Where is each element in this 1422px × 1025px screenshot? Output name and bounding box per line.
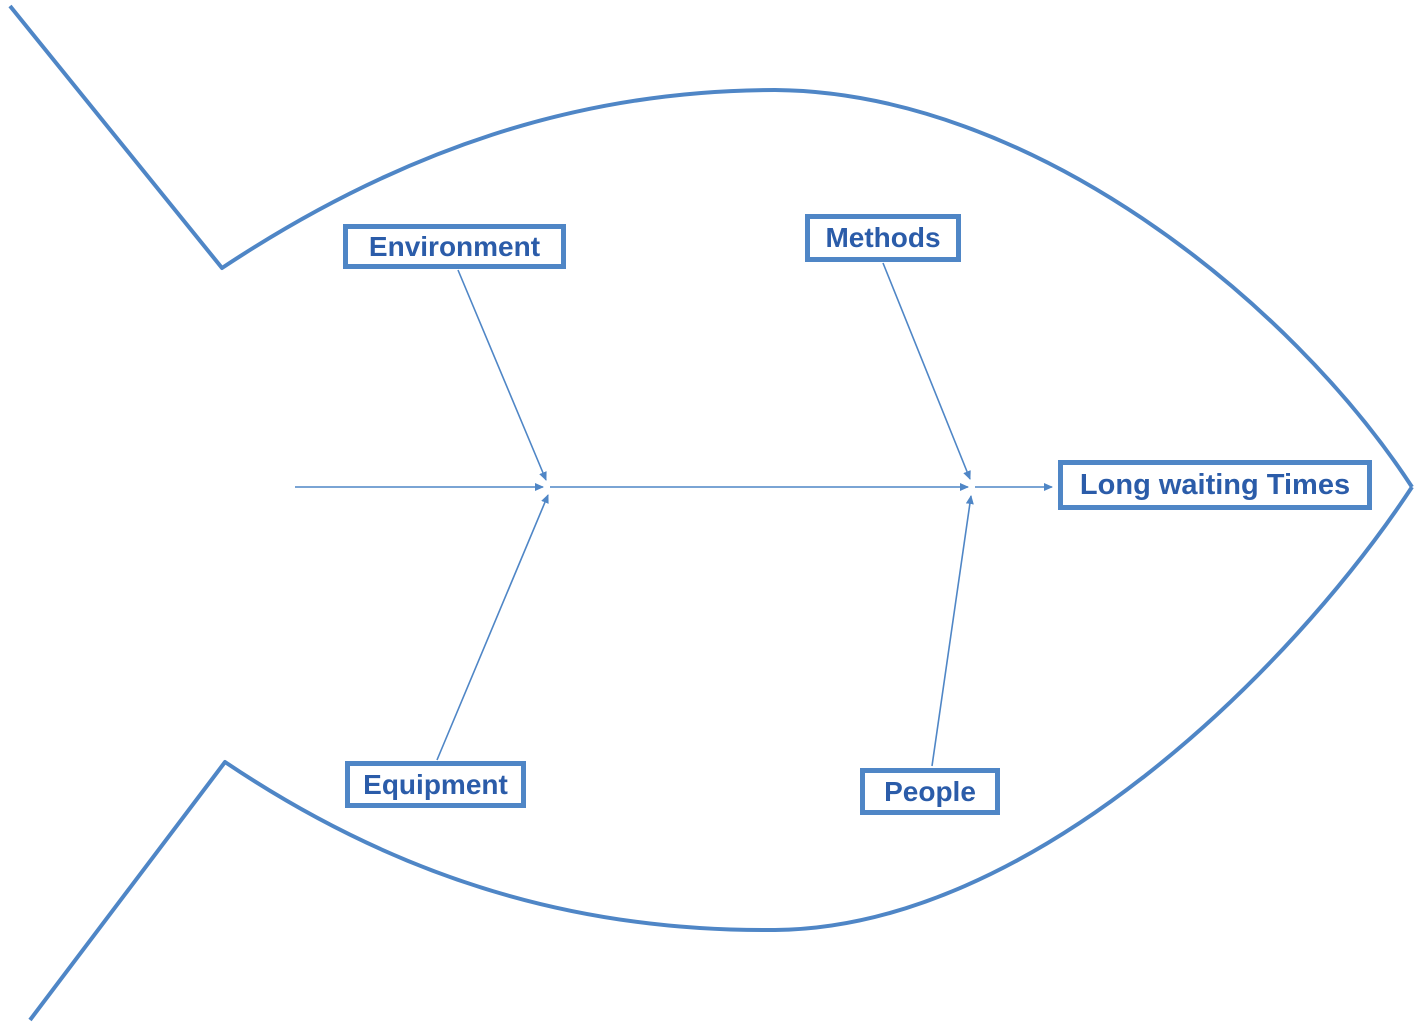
- branch-environment: [457, 269, 547, 481]
- fish-outline-bottom: [28, 485, 1414, 1022]
- branch-people: [931, 495, 974, 767]
- effect-box-long-waiting-times: Long waiting Times: [1058, 460, 1372, 510]
- cause-box-people: People: [860, 768, 1000, 815]
- branch-equipment: [436, 494, 549, 761]
- cause-box-equipment: Equipment: [345, 761, 526, 808]
- fish-outline-top: [8, 4, 1414, 489]
- branch-methods: [882, 262, 971, 480]
- cause-box-methods: Methods: [805, 214, 961, 262]
- cause-box-environment: Environment: [343, 224, 566, 269]
